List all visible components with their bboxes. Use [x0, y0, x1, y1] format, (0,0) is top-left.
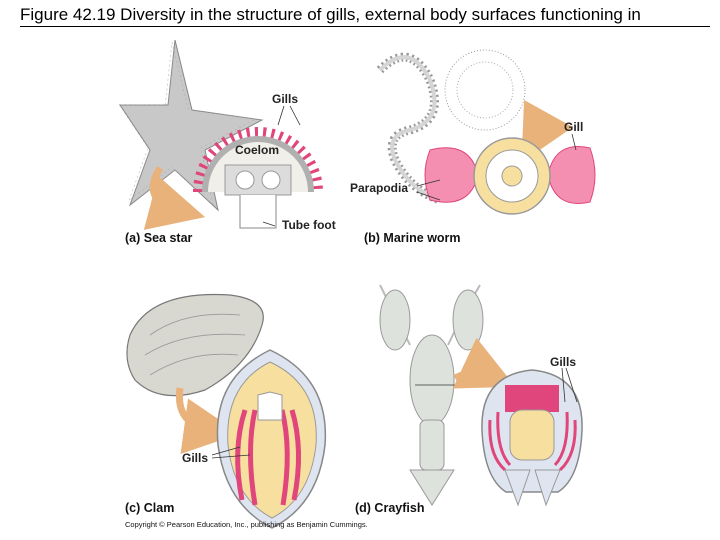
clam-arrow [175, 387, 240, 454]
figure-title: Figure 42.19 Diversity in the structure … [20, 5, 710, 27]
label-gills-crayfish: Gills [550, 355, 576, 369]
caption-crayfish: (d) Crayfish [355, 501, 424, 515]
panel-marine-worm: Gill Parapodia (b) Marine worm [350, 49, 596, 245]
crayfish-illustration [379, 284, 484, 506]
crayfish-cross-section [481, 369, 583, 507]
panel-sea-star: Gills Coelom Tube foot (a) Sea star [118, 39, 336, 245]
marine-worm-cross-section [424, 137, 596, 215]
panel-crayfish: Gills (d) Crayfish [355, 284, 583, 515]
marine-worm-illustration [376, 49, 526, 205]
caption-marine-worm: (b) Marine worm [364, 231, 461, 245]
copyright-notice: Copyright © Pearson Education, Inc., pub… [125, 520, 368, 529]
caption-clam: (c) Clam [125, 501, 174, 515]
sea-star-cross-section [193, 127, 323, 229]
sea-star-illustration [119, 39, 264, 212]
label-tube-foot: Tube foot [282, 218, 336, 232]
clam-cross-section [216, 349, 327, 529]
label-coelom: Coelom [235, 143, 279, 157]
sea-star-arrow [143, 166, 206, 230]
label-gills-sea-star: Gills [272, 92, 298, 106]
label-gills-clam: Gills [182, 451, 208, 465]
panel-clam: Gills (c) Clam [125, 293, 327, 529]
crayfish-arrow [452, 337, 516, 389]
clam-illustration [126, 293, 264, 397]
caption-sea-star: (a) Sea star [125, 231, 193, 245]
label-gill-marine-worm: Gill [564, 120, 583, 134]
marine-worm-arrow [521, 99, 574, 163]
label-parapodia: Parapodia [350, 181, 408, 195]
